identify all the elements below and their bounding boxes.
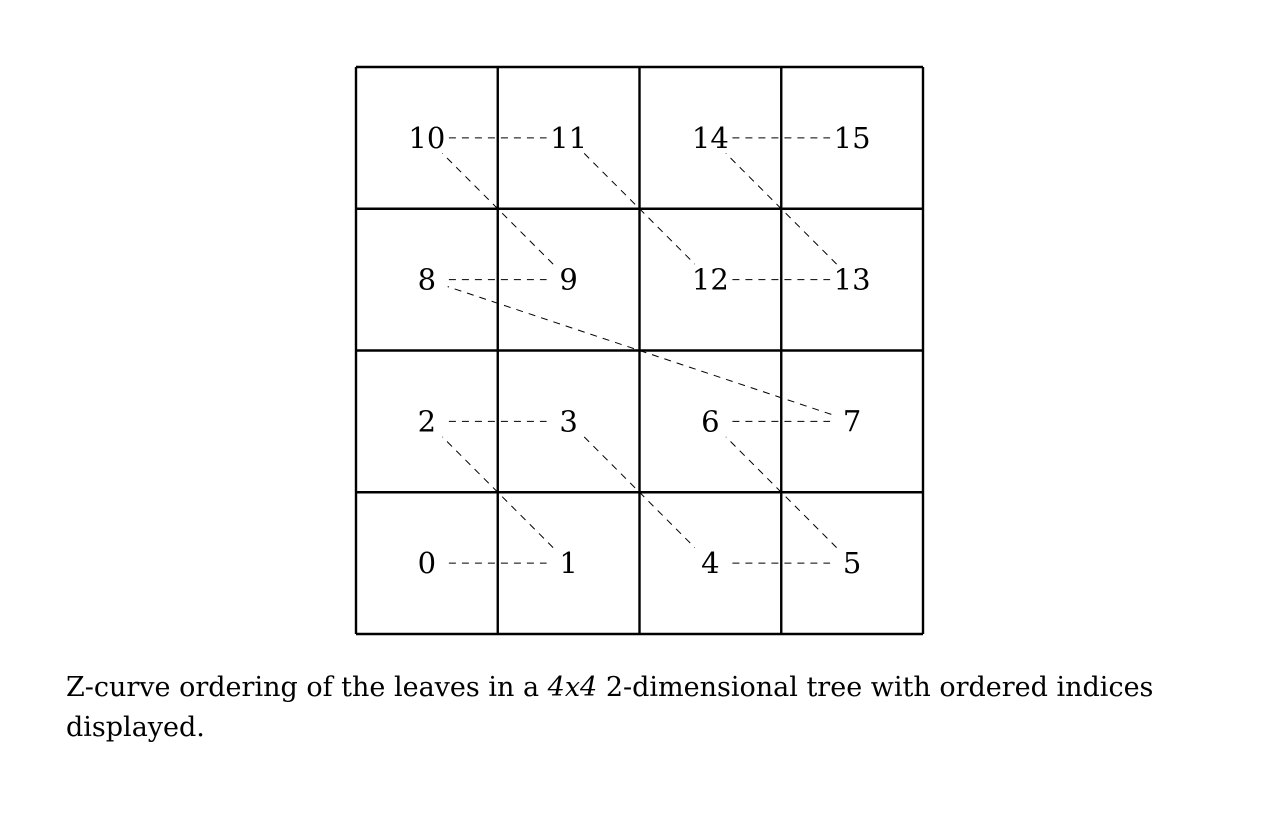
cell-index-label: 4 [701,546,719,580]
cell-index-label: 5 [843,546,861,580]
z-curve-segment [442,153,554,265]
z-curve-segment [583,153,696,265]
caption-text-end: 2-dimensional tree with ordered indices … [66,672,1162,743]
caption-text-start: Z-curve ordering of the leaves in a [66,672,548,703]
cell-index-label: 9 [559,263,577,297]
z-curve-segment [725,436,837,548]
z-curve-segment [583,436,696,548]
cell-index-label: 2 [418,404,436,438]
cell-index-label: 15 [834,121,871,155]
z-curve-segment [447,286,832,415]
cell-index-label: 11 [550,121,587,155]
z-curve-segment [725,153,837,265]
cell-index-label: 8 [418,263,436,297]
cell-index-label: 1 [559,546,577,580]
cell-index-label: 13 [834,263,871,297]
cell-index-label: 3 [559,404,577,438]
cell-index-label: 0 [418,546,436,580]
cell-index-label: 7 [843,404,861,438]
caption-math-4x4: 4x4 [547,672,598,703]
cell-index-label: 14 [692,121,729,155]
cell-index-label: 12 [692,263,729,297]
cell-index-label: 6 [701,404,719,438]
cell-index-label: 10 [408,121,445,155]
figure-caption: Z-curve ordering of the leaves in a 4x4 … [66,668,1216,748]
z-curve-segment [442,436,554,548]
